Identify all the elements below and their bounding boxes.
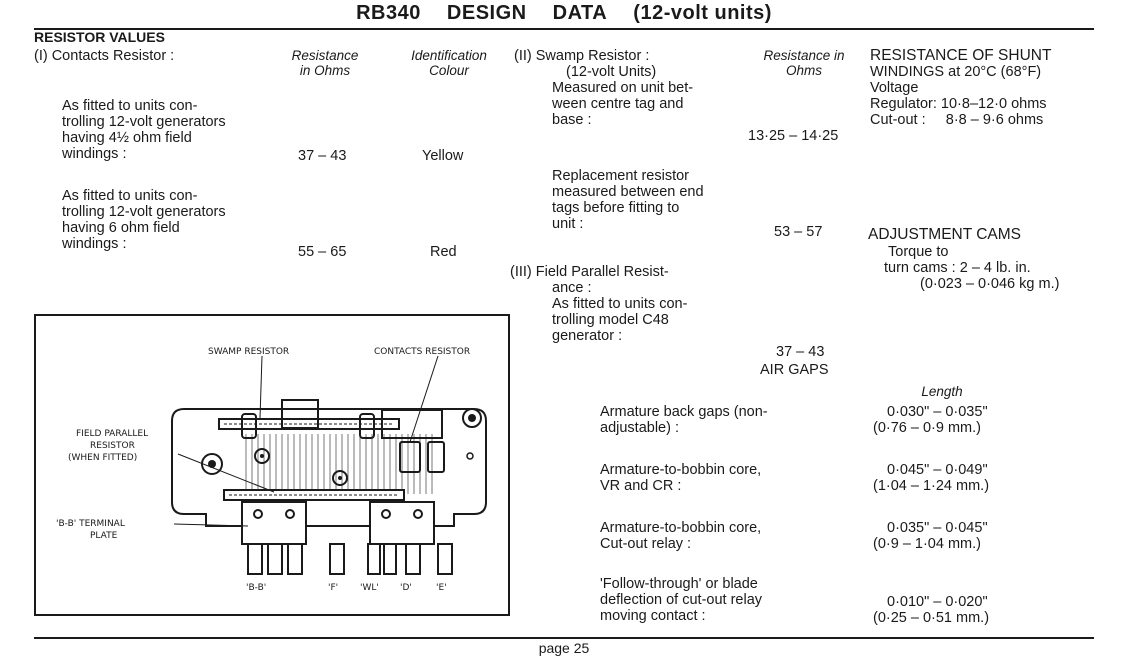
title-design: DESIGN [446,2,527,24]
title-units: (12-volt units) [633,2,772,24]
field-parallel-callout-3: (WHEN FITTED) [68,453,137,463]
bottom-rule [34,637,1094,639]
bb-terminal-plate [241,501,307,545]
swamp-value: 13·25 – 14·25 [748,128,839,144]
terminal-label-f: 'F' [328,583,338,593]
diagram-border [34,314,510,616]
contacts-resistor-callout: CONTACTS RESISTOR [374,347,470,357]
coil-hatching [245,434,433,494]
terminal-blades [247,543,453,575]
title-rule [34,28,1094,30]
air-gap-row-1-value: 0·030" – 0·035" (0·76 – 0·9 mm.) [873,404,988,436]
air-gap-row-2-label: Armature-to-bobbin core, VR and CR : [600,462,762,494]
field-parallel-callout-2: RESISTOR [90,441,135,451]
screw-icon [332,470,348,486]
air-gap-row-1-label: Armature back gaps (non- adjustable) : [600,404,768,436]
air-gap-row-2-value: 0·045" – 0·049" (1·04 – 1·24 mm.) [873,462,990,494]
field-parallel-value: 37 – 43 [776,344,825,360]
page-title: RB340 DESIGN DATA (12-volt units) [0,2,1128,25]
bb-plate-callout-2: PLATE [90,531,118,541]
title-data: DATA [552,2,608,24]
contacts-resistance-header: Resistance in Ohms [291,48,359,78]
air-gap-row-4-value: 0·010" – 0·020" (0·25 – 0·51 mm.) [873,594,990,626]
contacts-row2-colour: Red [430,244,457,260]
contacts-colour-header: Identification Colour [411,48,487,78]
contacts-row2-label: As fitted to units con- trolling 12-volt… [62,188,226,252]
contacts-row1-value: 37 – 43 [298,148,347,164]
swamp-resistor-label: (II) Swamp Resistor : (12-volt Units) Me… [514,48,694,128]
air-gap-row-3-label: Armature-to-bobbin core, Cut-out relay : [600,520,762,552]
replacement-resistor-label: Replacement resistor measured between en… [552,168,704,232]
contacts-row2-value: 55 – 65 [298,244,347,260]
contacts-row1-label: As fitted to units con- trolling 12-volt… [62,98,226,162]
contacts-row1-colour: Yellow [422,148,464,164]
regulator-diagram: SWAMP RESISTOR CONTACTS RESISTOR FIELD P… [34,314,510,616]
terminal-label-bb: 'B-B' [246,583,266,593]
adjustment-cams-values: Torque to turn cams : 2 – 4 lb. in. (0·0… [884,244,1060,292]
contacts-resistor-label: (I) Contacts Resistor : [34,48,175,64]
air-gaps-length-header: Length [921,384,963,399]
field-parallel-label: (III) Field Parallel Resist- ance : As f… [510,264,688,344]
air-gaps-heading: AIR GAPS [760,362,829,378]
swamp-resistor-callout: SWAMP RESISTOR [208,347,289,357]
adjustment-cams-heading: ADJUSTMENT CAMS [868,226,1022,243]
terminal-label-e: 'E' [436,583,447,593]
terminal-label-wl: 'WL' [360,583,379,593]
resistor-values-heading: RESISTOR VALUES [34,29,165,45]
base-plate [171,408,487,527]
title-model: RB340 [356,2,421,24]
air-gap-row-4-label: 'Follow-through' or blade deflection of … [600,576,763,624]
field-parallel-callout-1: FIELD PARALLEL [76,429,148,439]
screw-icon [254,448,270,464]
replacement-value: 53 – 57 [774,224,823,240]
mounting-hole-icon [462,408,482,428]
bb-plate-callout-1: 'B-B' TERMINAL [56,519,125,529]
air-gap-row-3-value: 0·035" – 0·045" (0·9 – 1·04 mm.) [873,520,988,552]
terminal-label-d: 'D' [400,583,412,593]
shunt-windings: RESISTANCE OF SHUNT WINDINGS at 20°C (68… [870,47,1052,129]
swamp-resistance-header: Resistance in Ohms [763,48,845,78]
leader-lines [173,355,439,527]
page-number: page 25 [538,640,590,656]
